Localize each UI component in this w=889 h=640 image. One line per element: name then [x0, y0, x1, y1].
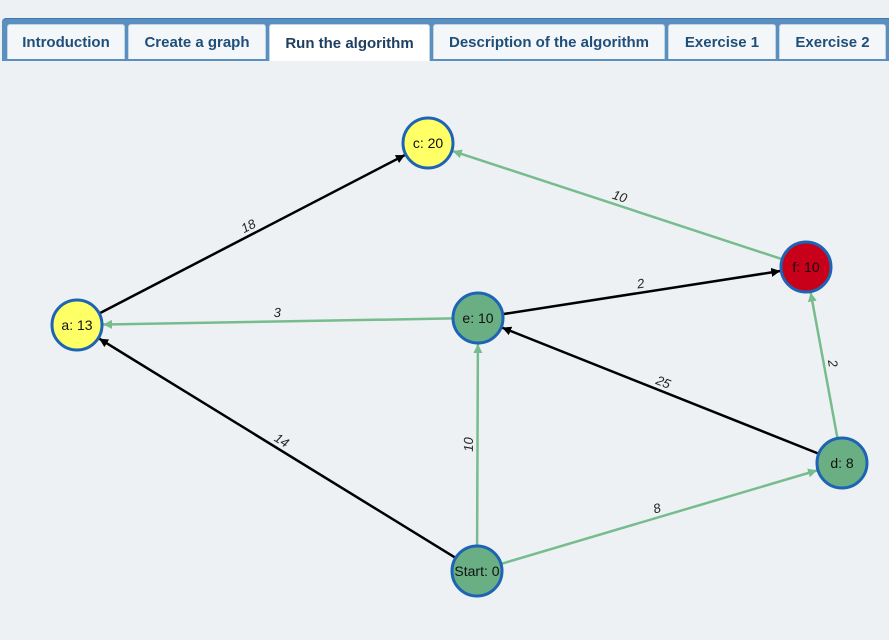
tab-exercise-1[interactable]: Exercise 1 [668, 24, 776, 59]
edge-weight-label: 8 [651, 500, 663, 517]
node-a[interactable]: a: 13 [50, 298, 104, 352]
node-start[interactable]: Start: 0 [450, 544, 504, 598]
node-circle[interactable] [815, 436, 869, 490]
node-d[interactable]: d: 8 [815, 436, 869, 490]
edge-weight-label: 14 [272, 430, 292, 450]
node-circle[interactable] [451, 291, 505, 345]
edge-weight-label: 3 [274, 305, 282, 320]
edge-weight-label: 2 [635, 275, 646, 291]
node-label: e: 10 [462, 310, 493, 326]
node-label: f: 10 [792, 259, 819, 275]
graph-nodes: c: 20 f: 10 a: 13 e: 10 d: 8 Start: 0 [50, 116, 869, 598]
node-circle[interactable] [450, 544, 504, 598]
node-label: Start: 0 [454, 563, 499, 579]
edge-start-d [500, 468, 818, 566]
node-c[interactable]: c: 20 [401, 116, 455, 170]
edge-f-c [452, 149, 783, 261]
edge-a-c [98, 153, 406, 315]
edge-weight-label: 25 [653, 372, 674, 392]
tab-create-a-graph[interactable]: Create a graph [128, 24, 266, 59]
edge-d-f [807, 292, 839, 439]
node-label: d: 8 [830, 455, 854, 471]
tab-description-of-the-algorithm[interactable]: Description of the algorithm [433, 24, 665, 59]
tab-exercise-2[interactable]: Exercise 2 [779, 24, 886, 59]
edge-start-e [473, 343, 483, 547]
node-label: c: 20 [413, 135, 444, 151]
tab-run-the-algorithm[interactable]: Run the algorithm [269, 24, 430, 61]
node-circle[interactable] [50, 298, 104, 352]
node-label: a: 13 [61, 317, 92, 333]
node-f[interactable]: f: 10 [779, 240, 833, 294]
edge-weight-label: 10 [611, 187, 630, 206]
edge-d-e [501, 326, 820, 455]
node-circle[interactable] [779, 240, 833, 294]
edge-weight-label: 2 [825, 357, 841, 369]
edge-start-a [98, 337, 457, 559]
edge-e-f [502, 267, 781, 316]
node-e[interactable]: e: 10 [451, 291, 505, 345]
node-circle[interactable] [401, 116, 455, 170]
tab-introduction[interactable]: Introduction [7, 24, 125, 59]
edge-weight-label: 10 [461, 436, 476, 451]
edge-e-a [102, 317, 454, 329]
